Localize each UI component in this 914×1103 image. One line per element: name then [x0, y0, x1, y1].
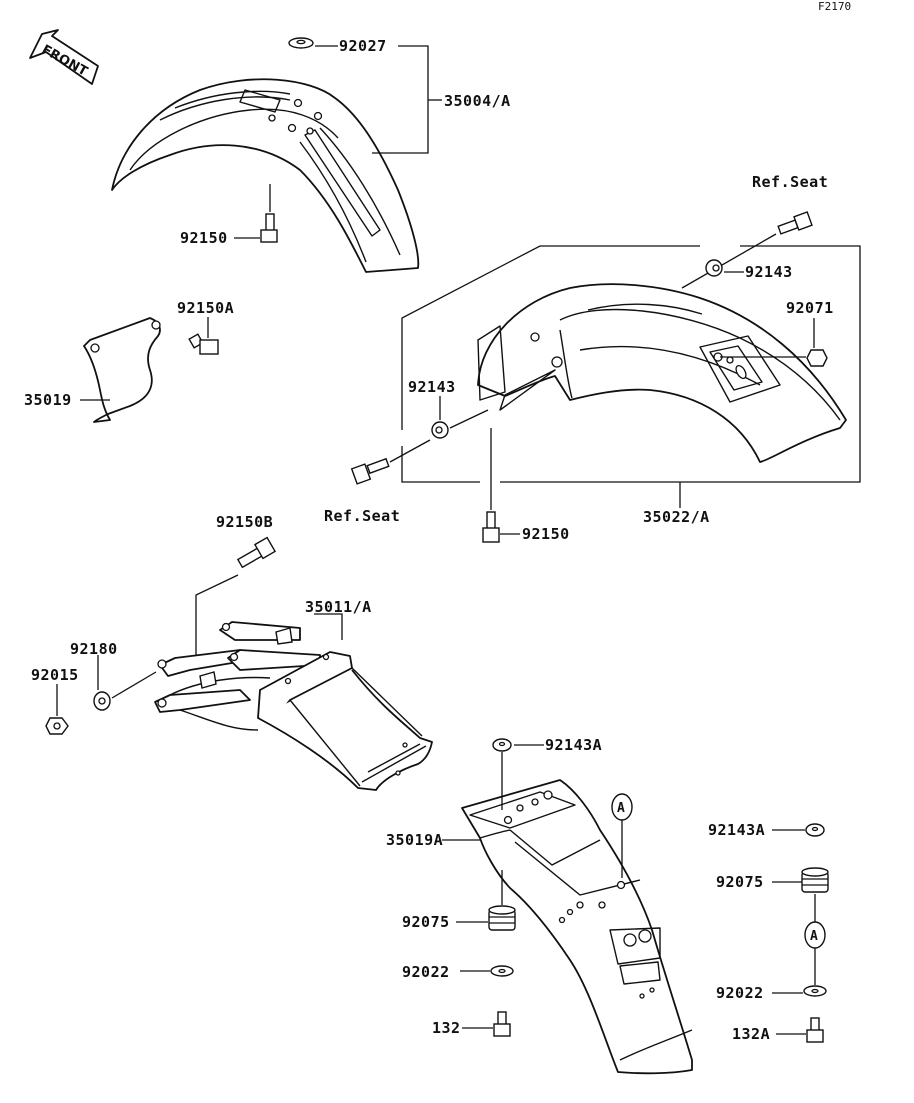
washer-92022-right [803, 985, 827, 997]
label-92071: 92071 [786, 299, 834, 317]
bolt-132 [493, 1011, 511, 1037]
rear-fender [477, 283, 847, 463]
guard-35019 [83, 317, 161, 423]
label-92022-right: 92022 [716, 984, 764, 1002]
bolt-ref-seat-mid [350, 457, 390, 485]
grommet-92075-right [801, 867, 829, 893]
collar-92143A-left [492, 738, 512, 752]
label-132A: 132A [732, 1025, 770, 1043]
washer-92180 [93, 691, 111, 711]
label-35019: 35019 [24, 391, 72, 409]
callout-a-right: A [804, 921, 826, 949]
label-92027: 92027 [339, 37, 387, 55]
bolt-92150-mid [482, 511, 500, 543]
front-fender [111, 78, 420, 273]
label-92180: 92180 [70, 640, 118, 658]
label-92075-left: 92075 [402, 913, 450, 931]
label-92022-left: 92022 [402, 963, 450, 981]
label-92075-right: 92075 [716, 873, 764, 891]
bolt-132A [806, 1017, 824, 1043]
callout-a-flap: A [611, 793, 633, 878]
bolt-ref-seat-top [777, 211, 813, 235]
callout-a-flap-letter: A [617, 801, 625, 816]
page-code: F2170 [818, 0, 851, 13]
collar-92143-top [705, 259, 723, 277]
washer-92027 [288, 37, 314, 49]
label-92150A: 92150A [177, 299, 234, 317]
label-92150-top: 92150 [180, 229, 228, 247]
label-35004A: 35004/A [444, 92, 511, 110]
collar-92143A-right [805, 823, 825, 837]
washer-92022-left [490, 965, 514, 977]
front-arrow-icon: FRONT [29, 29, 99, 85]
flap-35019A [461, 779, 693, 1075]
label-92143A-right: 92143A [708, 821, 765, 839]
grommet-92075-left [488, 905, 516, 931]
label-ref-seat-top: Ref.Seat [752, 173, 828, 191]
label-92143-mid: 92143 [408, 378, 456, 396]
nut-92015 [45, 717, 69, 735]
callout-a-right-letter: A [810, 929, 818, 944]
bolt-92150B [236, 536, 277, 569]
label-92150B: 92150B [216, 513, 273, 531]
collar-92143-mid [431, 421, 449, 439]
label-92143A-left: 92143A [545, 736, 602, 754]
subframe-35011A [154, 621, 433, 791]
label-ref-seat-mid: Ref.Seat [324, 507, 400, 525]
label-132: 132 [432, 1019, 461, 1037]
label-35019A: 35019A [386, 831, 443, 849]
bolt-92150-top [260, 184, 278, 243]
label-92143-top: 92143 [745, 263, 793, 281]
bolt-92150A [188, 333, 219, 355]
label-35022A: 35022/A [643, 508, 710, 526]
label-92015: 92015 [31, 666, 79, 684]
label-92150-mid: 92150 [522, 525, 570, 543]
label-35011A: 35011/A [305, 598, 372, 616]
nut-92071 [806, 349, 828, 367]
